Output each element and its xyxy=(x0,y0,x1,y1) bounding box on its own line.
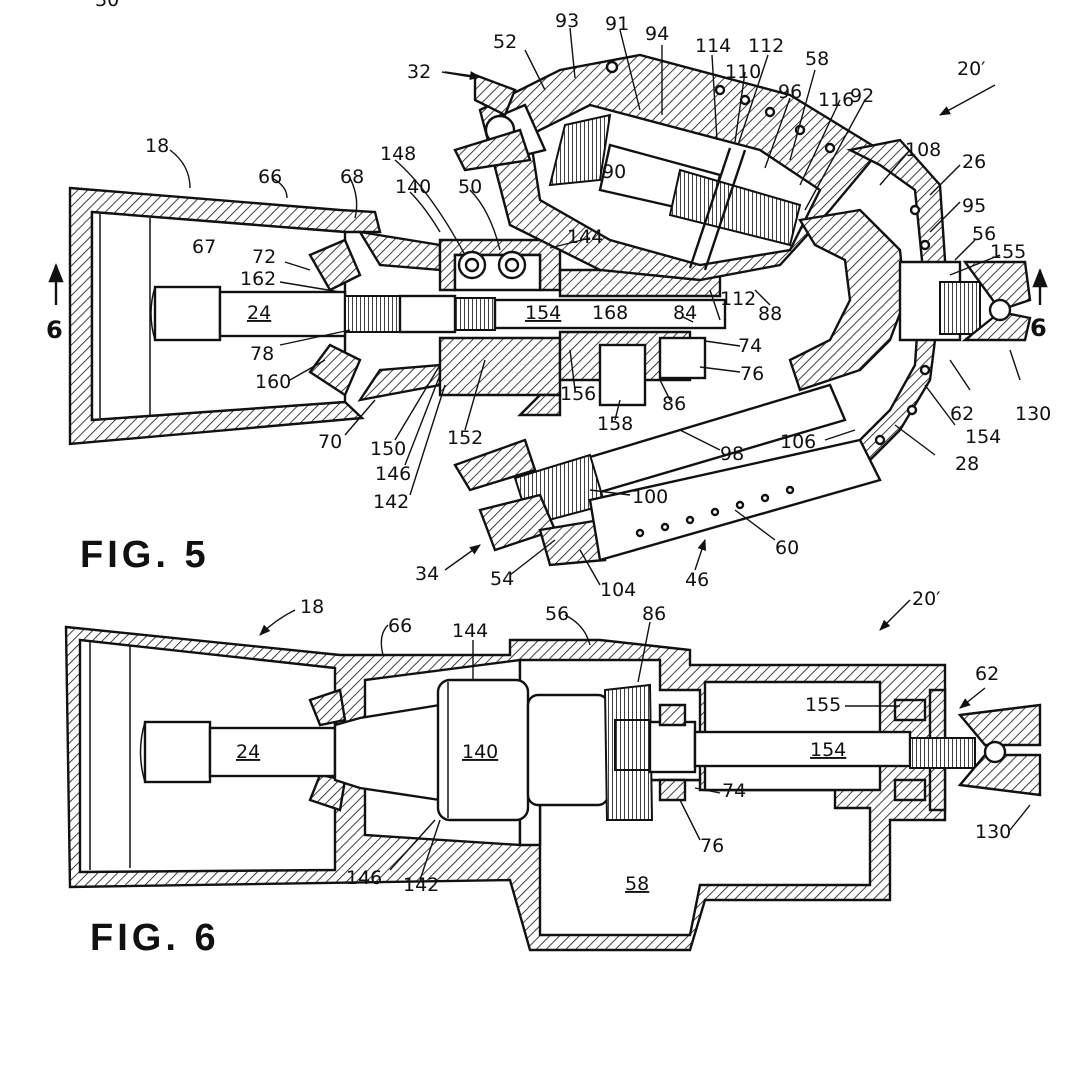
label-155-fig5: 155 xyxy=(990,241,1026,263)
figure-6: 18 66 144 56 86 20′ 62 155 24 140 154 74… xyxy=(64,588,1042,959)
label-6-left: 6 xyxy=(46,316,63,344)
label-94: 94 xyxy=(645,23,669,45)
label-18-fig6: 18 xyxy=(300,596,324,618)
label-30: 30 xyxy=(95,0,119,11)
label-32: 32 xyxy=(407,61,431,83)
label-108: 108 xyxy=(905,139,941,161)
label-56-fig6: 56 xyxy=(545,603,569,625)
label-112-upper: 112 xyxy=(748,35,784,57)
label-20-prime-fig5: 20′ xyxy=(957,58,986,80)
label-154-fig5: 154 xyxy=(525,302,561,324)
label-92: 92 xyxy=(850,85,874,107)
label-112-lower: 112 xyxy=(720,288,756,310)
label-156: 156 xyxy=(560,383,596,405)
label-130-fig5: 130 xyxy=(1015,403,1051,425)
label-76: 76 xyxy=(740,363,764,385)
label-158: 158 xyxy=(597,413,633,435)
label-148: 148 xyxy=(380,143,416,165)
label-76-fig6: 76 xyxy=(700,835,724,857)
label-150: 150 xyxy=(370,438,406,460)
label-140: 140 xyxy=(395,176,431,198)
label-20-prime-fig6: 20′ xyxy=(912,588,941,610)
label-70: 70 xyxy=(318,431,342,453)
label-67: 67 xyxy=(192,236,216,258)
label-116: 116 xyxy=(818,89,854,111)
label-144-fig6: 144 xyxy=(452,620,488,642)
label-60: 60 xyxy=(775,537,799,559)
label-58-fig6: 58 xyxy=(625,873,649,895)
figure-5-title: FIG. 5 xyxy=(80,534,210,576)
label-74: 74 xyxy=(738,335,762,357)
label-130-fig6: 130 xyxy=(975,821,1011,843)
label-84: 84 xyxy=(673,302,697,324)
label-52: 52 xyxy=(493,31,517,53)
label-168: 168 xyxy=(592,302,628,324)
label-86: 86 xyxy=(662,393,686,415)
figure-6-title: FIG. 6 xyxy=(90,917,220,959)
label-26: 26 xyxy=(962,151,986,173)
figure-5: 30 18 66 67 68 148 140 50 72 162 24 78 1… xyxy=(46,0,1051,601)
leader-lines-fig5 xyxy=(169,27,1021,586)
label-24: 24 xyxy=(247,302,271,324)
label-62-fig5: 62 xyxy=(950,403,974,425)
label-144-fig5: 144 xyxy=(567,226,603,248)
label-154-fig6: 154 xyxy=(810,739,846,761)
label-160: 160 xyxy=(255,371,291,393)
label-68: 68 xyxy=(340,166,364,188)
label-106: 106 xyxy=(780,431,816,453)
bearing-housing-fig5 xyxy=(308,230,442,402)
right-housing-fig5 xyxy=(787,138,1032,492)
label-62-fig6: 62 xyxy=(975,663,999,685)
label-66-fig6: 66 xyxy=(388,615,412,637)
label-93: 93 xyxy=(555,10,579,32)
input-shaft-24-fig6 xyxy=(139,703,442,802)
label-146: 146 xyxy=(375,463,411,485)
label-86-fig6: 86 xyxy=(642,603,666,625)
label-142: 142 xyxy=(373,491,409,513)
label-152: 152 xyxy=(447,427,483,449)
label-6-right: 6 xyxy=(1030,314,1047,342)
leader-lines-fig6 xyxy=(259,599,1031,881)
upper-angled-housing-fig5 xyxy=(453,53,882,282)
label-50: 50 xyxy=(458,176,482,198)
label-18: 18 xyxy=(145,135,169,157)
label-34: 34 xyxy=(415,563,439,585)
labels-fig5: 30 18 66 67 68 148 140 50 72 162 24 78 1… xyxy=(46,0,1051,601)
label-95: 95 xyxy=(962,195,986,217)
label-28: 28 xyxy=(955,453,979,475)
label-154-right: 154 xyxy=(965,426,1001,448)
label-24-fig6: 24 xyxy=(236,741,260,763)
label-56-fig5: 56 xyxy=(972,223,996,245)
label-88: 88 xyxy=(758,303,782,325)
label-58: 58 xyxy=(805,48,829,70)
label-100: 100 xyxy=(632,486,668,508)
label-140-fig6: 140 xyxy=(462,741,498,763)
input-shaft-24-fig5 xyxy=(150,285,727,342)
clutch-140-fig6 xyxy=(436,678,1042,822)
label-96: 96 xyxy=(778,81,802,103)
label-66: 66 xyxy=(258,166,282,188)
label-104: 104 xyxy=(600,579,636,601)
label-162: 162 xyxy=(240,268,276,290)
label-146-fig6: 146 xyxy=(346,867,382,889)
label-91: 91 xyxy=(605,13,629,35)
label-54: 54 xyxy=(490,568,514,590)
label-72: 72 xyxy=(252,246,276,268)
label-98: 98 xyxy=(720,443,744,465)
label-142-fig6: 142 xyxy=(403,874,439,896)
label-74-fig6: 74 xyxy=(722,780,746,802)
label-155-fig6: 155 xyxy=(805,694,841,716)
label-114: 114 xyxy=(695,35,731,57)
labels-fig6: 18 66 144 56 86 20′ 62 155 24 140 154 74… xyxy=(90,588,1011,959)
label-46: 46 xyxy=(685,569,709,591)
label-110: 110 xyxy=(725,61,761,83)
label-78: 78 xyxy=(250,343,274,365)
label-90: 90 xyxy=(602,161,626,183)
lower-angled-shaft-fig5 xyxy=(453,383,882,567)
